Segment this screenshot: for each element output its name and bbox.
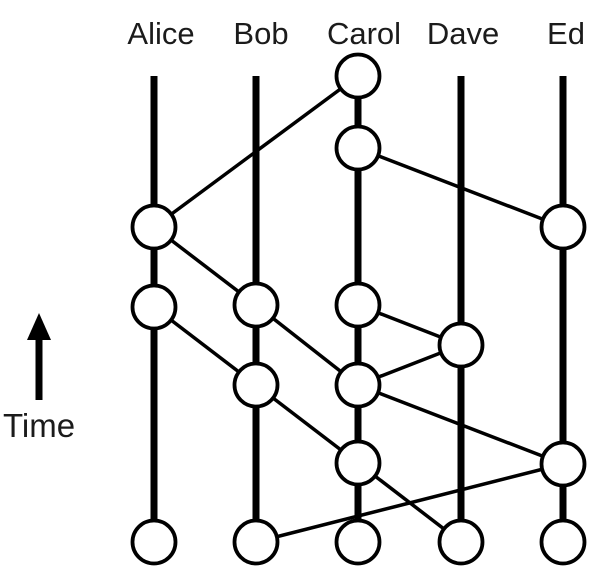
message-line-carol-to-ed bbox=[357, 383, 564, 466]
event-circle-ed bbox=[539, 203, 587, 251]
message-line-carol-to-alice bbox=[152, 74, 360, 229]
event-circle-carol bbox=[334, 281, 382, 329]
event-circle-bob bbox=[232, 361, 280, 409]
event-circle-carol bbox=[334, 361, 382, 409]
event-circle-dave bbox=[437, 321, 485, 369]
time-axis-label: Time bbox=[3, 407, 75, 444]
event-circle-ed bbox=[539, 518, 587, 566]
message-line-bob-to-ed bbox=[255, 462, 564, 544]
event-circle-carol bbox=[334, 518, 382, 566]
actor-label-bob: Bob bbox=[233, 16, 288, 51]
event-circle-bob bbox=[232, 281, 280, 329]
event-circle-alice bbox=[130, 518, 178, 566]
event-circle-dave bbox=[437, 518, 485, 566]
actor-label-carol: Carol bbox=[327, 16, 401, 51]
actor-label-alice: Alice bbox=[127, 16, 194, 51]
event-circle-alice bbox=[130, 283, 178, 331]
event-circle-bob bbox=[232, 518, 280, 566]
actor-label-ed: Ed bbox=[547, 16, 585, 51]
event-circle-carol bbox=[334, 52, 382, 100]
event-circle-carol bbox=[334, 124, 382, 172]
event-circle-ed bbox=[539, 440, 587, 488]
time-arrow-head-icon bbox=[27, 313, 51, 340]
actor-label-dave: Dave bbox=[427, 16, 499, 51]
event-circle-alice bbox=[130, 203, 178, 251]
event-circle-carol bbox=[334, 439, 382, 487]
message-line-carol-to-ed bbox=[357, 146, 564, 229]
